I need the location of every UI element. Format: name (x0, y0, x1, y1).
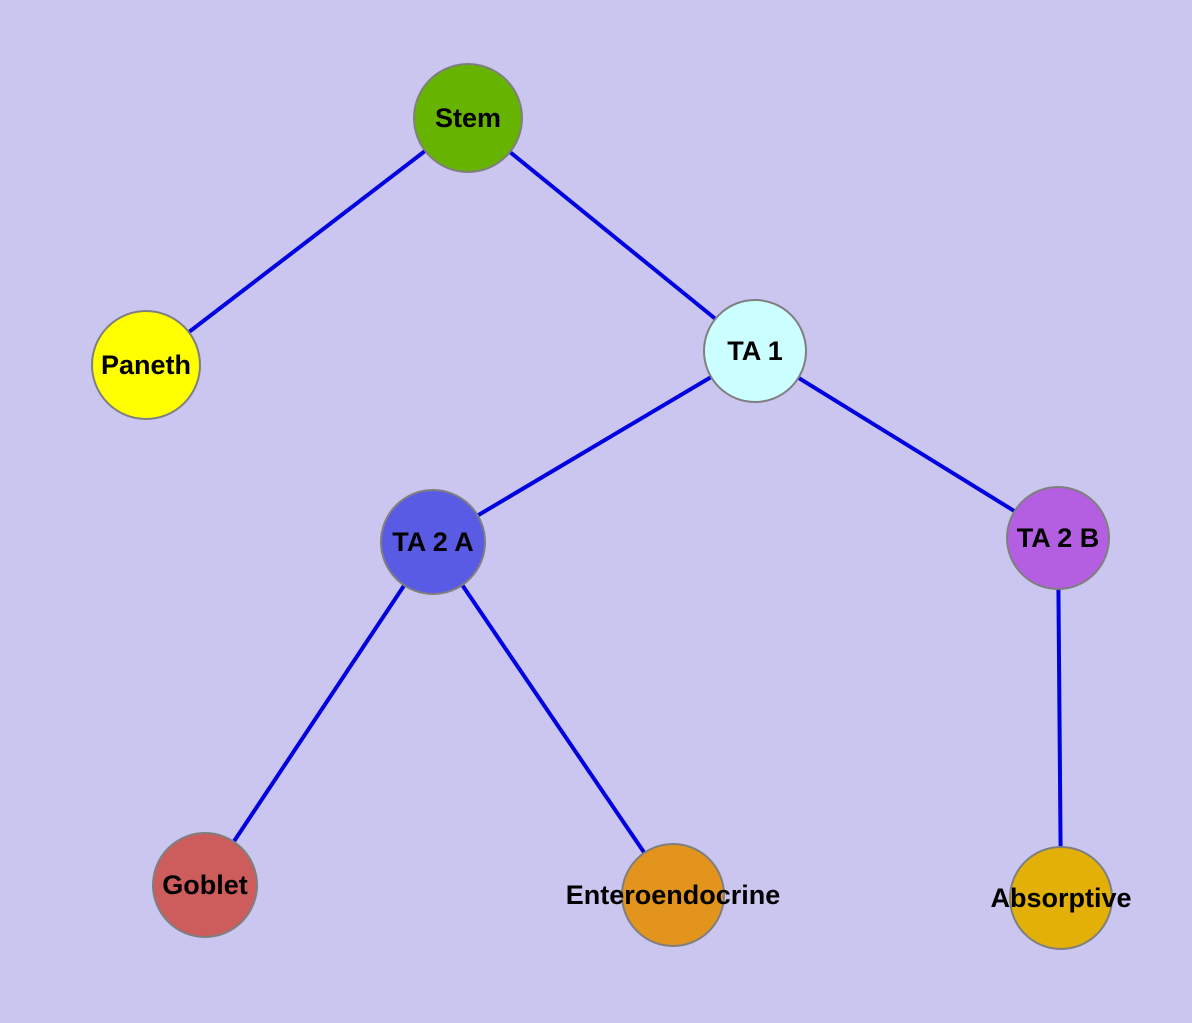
node-ta2a[interactable]: TA 2 A (380, 489, 486, 595)
node-ta2b[interactable]: TA 2 B (1006, 486, 1110, 590)
node-ta2a-label: TA 2 A (392, 526, 474, 557)
node-ta2b-label: TA 2 B (1016, 522, 1100, 553)
edge-stem-ta1 (466, 116, 757, 353)
node-paneth-label: Paneth (100, 349, 192, 380)
edge-ta1-ta2a (431, 349, 757, 544)
node-absorptive-label: Absorptive (990, 882, 1132, 913)
edge-stem-paneth (144, 116, 470, 367)
node-paneth[interactable]: Paneth (91, 310, 201, 420)
edge-ta2a-goblet (203, 540, 435, 887)
node-stem[interactable]: Stem (413, 63, 523, 173)
node-ta1-label: TA 1 (727, 335, 783, 366)
node-goblet[interactable]: Goblet (152, 832, 258, 938)
node-enteroendocrine[interactable]: Enteroendocrine (566, 843, 780, 947)
edge-ta1-ta2b (753, 349, 1060, 540)
edge-ta2b-absorptive (1056, 537, 1063, 899)
node-absorptive[interactable]: Absorptive (990, 846, 1132, 950)
node-ta1[interactable]: TA 1 (703, 299, 807, 403)
node-stem-label: Stem (434, 102, 502, 133)
edge-ta2a-enteroendocrine (431, 540, 675, 897)
node-goblet-label: Goblet (162, 869, 248, 900)
node-enteroendocrine-label: Enteroendocrine (565, 879, 781, 910)
